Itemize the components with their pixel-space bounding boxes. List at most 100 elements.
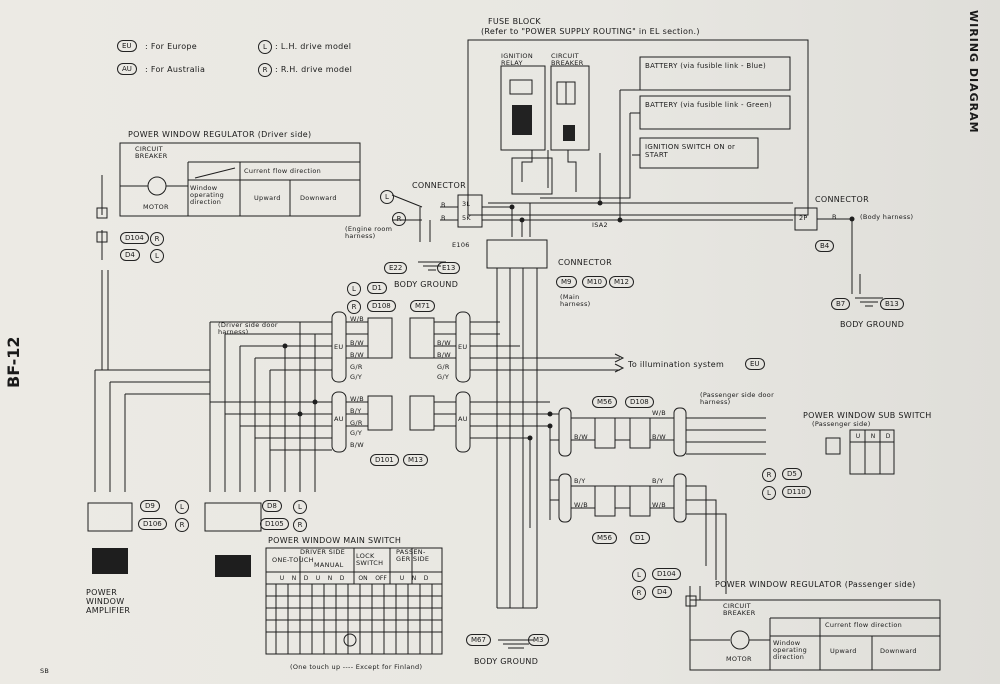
sel-l-d8: L xyxy=(293,500,307,514)
battery-green-label: BATTERY (via fusible link - Green) xyxy=(645,101,773,109)
fuse-block-outline xyxy=(467,39,809,216)
side-title: WIRING DIAGRAM xyxy=(967,10,980,134)
illum-code: EU xyxy=(745,358,765,370)
sub-head-u: U xyxy=(855,433,861,440)
e13-tag: E13 xyxy=(437,262,461,274)
battery-blue-box xyxy=(639,56,791,91)
m9-tag: M9 xyxy=(556,276,577,288)
b4-tag: B4 xyxy=(815,240,835,252)
ms-head-3: U xyxy=(315,575,321,582)
pass-breaker: CIRCUIT BREAKER xyxy=(723,602,756,617)
au-tag-left: AU xyxy=(334,415,344,423)
d1-sel: D1 xyxy=(367,282,387,294)
au-wire-2: G/R xyxy=(350,419,363,427)
left-l-code: L xyxy=(380,190,394,204)
legend-r-text: : R.H. drive model xyxy=(275,65,353,74)
right-wire-b: B xyxy=(832,213,837,221)
main-harness-label: (Main harness) xyxy=(560,293,591,308)
d110-tag: D110 xyxy=(782,486,811,498)
eu-wire-4: G/Y xyxy=(350,373,363,381)
driver-motor: MOTOR xyxy=(143,203,169,211)
d104-l-tag: D104 xyxy=(652,568,681,580)
ms-one-touch: ONE-TOUCH xyxy=(272,556,314,564)
d101-tag: D101 xyxy=(370,454,399,466)
sub-switch-title: POWER WINDOW SUB SWITCH xyxy=(803,411,932,420)
amplifier-label: POWER WINDOW AMPLIFIER xyxy=(86,588,131,615)
sub-head-n: N xyxy=(870,433,876,440)
ms-driver-side: DRIVER SIDE xyxy=(300,548,346,556)
fuse-block-ref: (Refer to "POWER SUPPLY ROUTING" in EL s… xyxy=(481,27,700,36)
left-pin-1: 3L xyxy=(462,200,471,208)
eu-wire-1: B/W xyxy=(350,339,364,347)
driver-down: Downward xyxy=(300,194,337,202)
ign-switch-label: IGNITION SWITCH ON or START xyxy=(645,143,736,159)
d4-tag: D4 xyxy=(120,249,140,261)
pass-row-head: Window operating direction xyxy=(773,639,808,661)
ms-passenger-side: PASSEN-GER SIDE xyxy=(396,548,430,563)
center-connector-title: CONNECTOR xyxy=(558,258,612,267)
ms-footnote: (One touch up ---- Except for Finland) xyxy=(290,663,423,671)
fuse-block-title: FUSE BLOCK xyxy=(488,17,541,26)
b13-tag: B13 xyxy=(880,298,904,310)
au-wire-0: W/B xyxy=(350,395,364,403)
d104-tag: D104 xyxy=(120,232,149,244)
m56-tag: M56 xyxy=(592,396,617,408)
ign-switch-box xyxy=(639,137,759,169)
ignition-relay-box xyxy=(500,65,546,151)
main-switch-title: POWER WINDOW MAIN SWITCH xyxy=(268,536,402,545)
page-number: BF-12 xyxy=(4,336,23,388)
pass-reg-title: POWER WINDOW REGULATOR (Passenger side) xyxy=(715,580,916,589)
left-connector-title: CONNECTOR xyxy=(412,181,466,190)
d105-tag: D105 xyxy=(260,518,289,530)
e106-label: E106 xyxy=(452,241,470,249)
ms-head-9: N xyxy=(411,575,417,582)
eu-wire-r3: G/R xyxy=(437,363,450,371)
driver-up: Upward xyxy=(254,194,281,202)
pass-up: Upward xyxy=(830,647,857,655)
eu-wire-3: G/R xyxy=(350,363,363,371)
left-pin-2: 5K xyxy=(462,214,471,222)
illum-label: To illumination system xyxy=(628,360,725,369)
pass-down: Downward xyxy=(880,647,917,655)
body-harness-label: (Body harness) xyxy=(860,213,914,221)
d108-sel: D108 xyxy=(367,300,396,312)
pass-top-wire-l1: B/W xyxy=(574,433,588,441)
pass-col-head: Current flow direction xyxy=(825,621,903,629)
legend-eu-text: : For Europe xyxy=(145,42,198,51)
sel-l-1: L xyxy=(347,282,361,296)
sel-l-d104: L xyxy=(632,568,646,582)
pass-top-wire-0: W/B xyxy=(652,409,666,417)
body-ground-left: BODY GROUND xyxy=(394,280,459,289)
sub-switch-sub: (Passenger side) xyxy=(812,420,871,428)
legend-r-code: R xyxy=(258,63,272,77)
driver-row-head: Window operating direction xyxy=(190,184,225,206)
ms-lock-switch: LOCK SWITCH xyxy=(356,552,384,567)
battery-blue-label: BATTERY (via fusible link - Blue) xyxy=(645,62,767,70)
eu-plug-a xyxy=(367,317,393,359)
au-wire-4: B/W xyxy=(350,441,364,449)
sel-r-d4: R xyxy=(632,586,646,600)
eu-wire-0: W/B xyxy=(350,315,364,323)
sel-l-d4: L xyxy=(150,249,164,263)
engine-room-label: (Engine room harness) xyxy=(345,225,393,240)
ms-manual: MANUAL xyxy=(314,561,344,569)
legend-l-code: L xyxy=(258,40,272,54)
connector-e106 xyxy=(457,194,483,228)
m56b-tag: M56 xyxy=(592,532,617,544)
sel-r-d105: R xyxy=(293,518,307,532)
pass-bot-wire-r1: W/B xyxy=(652,501,666,509)
eu-plug-b xyxy=(409,317,435,359)
eu-wire-r4: G/Y xyxy=(437,373,450,381)
ms-head-4: N xyxy=(327,575,333,582)
au-plug-b xyxy=(409,395,435,431)
pin-2p: 2P xyxy=(799,214,808,222)
au-wire-1: B/Y xyxy=(350,407,362,415)
e22-tag: E22 xyxy=(384,262,408,274)
ms-head-8: U xyxy=(399,575,405,582)
left-wire-2: B xyxy=(441,214,446,222)
eu-tag-left: EU xyxy=(334,343,344,351)
connector-m9 xyxy=(486,239,548,269)
pass-top-wire-1: B/W xyxy=(652,433,666,441)
